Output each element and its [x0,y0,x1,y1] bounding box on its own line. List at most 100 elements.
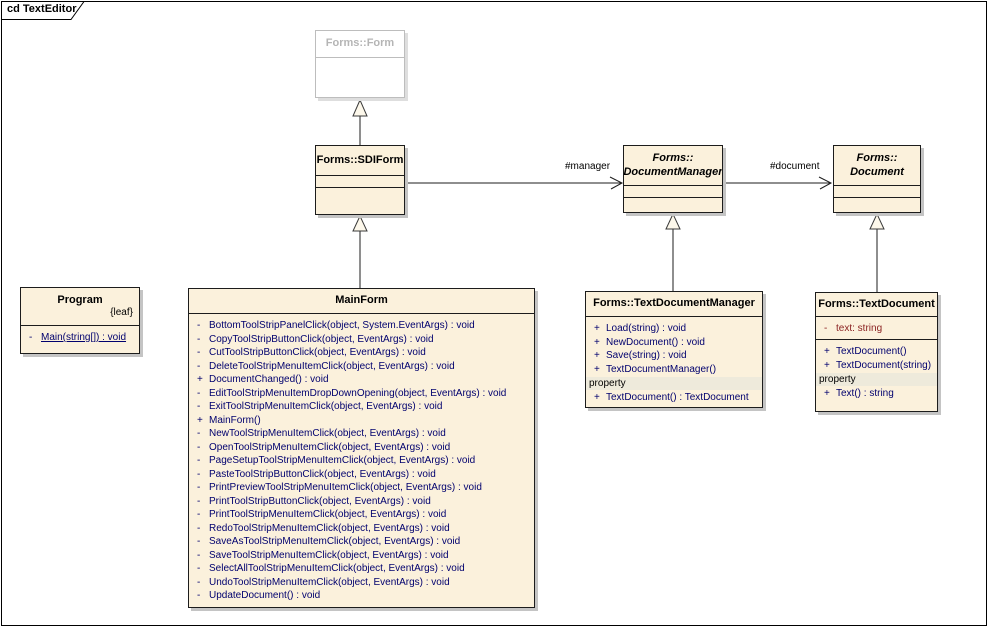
generalization-textdocument-document[interactable] [869,212,885,292]
operation-row: -SaveAsToolStripMenuItemClick(object, Ev… [189,535,534,549]
class-program[interactable]: Program {leaf} -Main(string[]) : void [20,287,140,354]
visibility-symbol: + [594,323,600,334]
operation-row: +MainForm() [189,414,534,428]
operation-row: -PrintToolStripMenuItemClick(object, Eve… [189,508,534,522]
visibility-symbol: - [197,482,201,493]
signature-text: OpenToolStripMenuItemClick(object, Event… [209,441,451,453]
visibility-symbol: - [197,333,201,345]
visibility-symbol: - [197,468,201,480]
visibility-symbol: - [197,549,201,561]
class-title: Forms::SDIForm [316,146,404,176]
operation-row: -SaveToolStripMenuItemClick(object, Even… [189,549,534,563]
signature-text: Main(string[]) : void [41,332,127,343]
visibility-symbol: - [197,522,201,534]
signature-text: Text() : string [836,388,894,399]
signature-text: CutToolStripButtonClick(object, EventArg… [209,347,426,358]
class-forms-form[interactable]: Forms::Form [315,30,405,98]
visibility-symbol: - [197,495,201,507]
signature-text: Save(string) : void [606,350,687,361]
attributes-compartment [316,176,404,188]
visibility-symbol: - [197,428,201,439]
signature-text: TextDocument() : TextDocument [606,392,749,403]
visibility-symbol: + [594,363,600,375]
leaf-tag: {leaf} [110,307,133,319]
class-title: Forms:: DocumentManager [624,146,722,186]
operation-row: + TextDocument() : TextDocument [586,391,762,405]
signature-text: NewToolStripMenuItemClick(object, EventA… [209,428,446,439]
operation-row: -Main(string[]) : void [21,331,139,345]
association-manager[interactable] [405,176,624,190]
association-document[interactable] [723,176,833,190]
generalization-mainform-sdiform[interactable] [352,214,368,288]
association-label-manager: #manager [565,161,611,172]
frame-label-tab [1,0,85,20]
operation-row: + Text() : string [816,387,937,401]
visibility-symbol: + [824,359,830,371]
class-title: Forms::TextDocument [816,293,937,317]
class-forms-textdocumentmanager[interactable]: Forms::TextDocumentManager +Load(string)… [585,291,763,408]
attributes-compartment: -text: string [816,317,937,340]
visibility-symbol: + [824,346,830,357]
operation-row: -EditToolStripMenuItemDropDownOpening(ob… [189,387,534,401]
operation-row: -PasteToolStripButtonClick(object, Event… [189,468,534,482]
class-forms-textdocument[interactable]: Forms::TextDocument -text: string +TextD… [815,292,938,412]
operation-row: -UpdateDocument() : void [189,589,534,603]
signature-text: text: string [836,323,883,334]
operations-compartment: +TextDocument()+TextDocument(string)prop… [816,340,937,401]
signature-text: UndoToolStripMenuItemClick(object, Event… [209,576,450,588]
operation-row: -RedoToolStripMenuItemClick(object, Even… [189,522,534,536]
attributes-compartment [834,186,920,198]
operation-row: +TextDocument() [816,345,937,359]
operation-row: -SelectAllToolStripMenuItemClick(object,… [189,562,534,576]
signature-text: SelectAllToolStripMenuItemClick(object, … [209,563,465,574]
signature-text: BottomToolStripPanelClick(object, System… [209,320,475,331]
class-mainform[interactable]: MainForm -BottomToolStripPanelClick(obje… [188,288,535,608]
operations-compartment [624,198,722,203]
visibility-symbol: - [197,509,201,520]
class-forms-document[interactable]: Forms:: Document [833,145,921,213]
operation-row: -ExitToolStripMenuItemClick(object, Even… [189,400,534,414]
operation-row: -PrintToolStripButtonClick(object, Event… [189,495,534,509]
operation-row: -PrintPreviewToolStripMenuItemClick(obje… [189,481,534,495]
visibility-symbol: + [594,392,600,403]
class-forms-documentmanager[interactable]: Forms:: DocumentManager [623,145,723,213]
visibility-symbol: - [197,347,201,358]
operations-compartment [834,198,920,203]
property-section-header: property [816,373,937,386]
signature-text: ExitToolStripMenuItemClick(object, Event… [209,401,443,412]
class-title: MainForm [189,289,534,314]
attributes-compartment [624,186,722,198]
signature-text: Load(string) : void [606,323,687,334]
operation-row: + TextDocument(string) [816,359,937,373]
frame-label: cd TextEditor [7,3,77,15]
signature-text: TextDocumentManager() [606,363,717,375]
operation-row: +Save(string) : void [586,349,762,363]
visibility-symbol: - [197,590,201,601]
operation-row: -CopyToolStripButtonClick(object, EventA… [189,333,534,347]
visibility-symbol: + [824,388,830,399]
class-body [316,58,404,63]
operations-compartment: -BottomToolStripPanelClick(object, Syste… [189,314,534,603]
signature-text: RedoToolStripMenuItemClick(object, Event… [209,522,450,534]
visibility-symbol: - [197,455,201,466]
generalization-sdiform-form[interactable] [352,98,368,145]
operation-row: -PageSetupToolStripMenuItemClick(object,… [189,454,534,468]
visibility-symbol: - [824,323,828,334]
visibility-symbol: - [197,360,201,372]
signature-text: CopyToolStripButtonClick(object, EventAr… [209,333,434,345]
signature-text: PrintToolStripMenuItemClick(object, Even… [209,509,447,520]
generalization-textdocumentmanager-documentmanager[interactable] [665,212,681,291]
class-title-text: Program [57,293,103,306]
signature-text: SaveToolStripMenuItemClick(object, Event… [209,549,449,561]
operation-row: -UndoToolStripMenuItemClick(object, Even… [189,576,534,590]
signature-text: MainForm() [209,414,261,426]
signature-text: TextDocument(string) [836,359,932,371]
signature-text: DeleteToolStripMenuItemClick(object, Eve… [209,360,455,372]
attribute-row: -text: string [816,322,937,336]
operation-row: + TextDocumentManager() [586,363,762,377]
class-forms-sdiform[interactable]: Forms::SDIForm [315,145,405,215]
operation-row: -DeleteToolStripMenuItemClick(object, Ev… [189,360,534,374]
signature-text: UpdateDocument() : void [209,590,321,601]
